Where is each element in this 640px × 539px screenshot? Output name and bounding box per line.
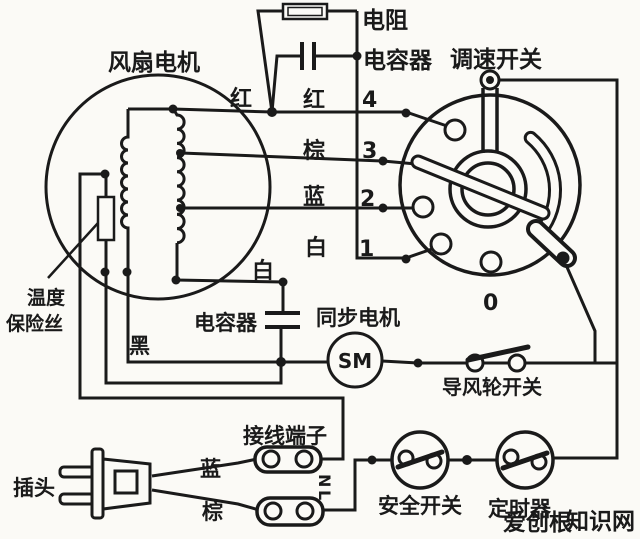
louver-switch-symbol (465, 344, 531, 373)
plug-body-hole (113, 469, 139, 495)
timer-symbol (495, 430, 555, 490)
dial-hub-outer (448, 149, 528, 229)
contact-4 (443, 118, 467, 142)
fan-motor-symbol (44, 73, 272, 301)
wire-fuse-bottom (104, 240, 283, 385)
label-plug-brown: 棕 (202, 500, 223, 524)
label-tap-0: 0 (483, 291, 498, 316)
wire-white-row1 (355, 11, 433, 260)
watermark: 爱创根 知识网 (503, 508, 635, 536)
label-plug: 插头 (13, 476, 55, 500)
label-thermal-fuse-1: 温度 (27, 286, 66, 309)
wire-plug-brown (151, 488, 260, 512)
speed-switch-stem (479, 69, 501, 153)
capacitor-top-leads (270, 54, 357, 113)
dial-hub-inner (460, 161, 516, 217)
watermark-brand: 爱创根 (503, 510, 572, 536)
label-tap-4: 4 (362, 88, 377, 113)
plug-prong-top (58, 465, 96, 479)
wire-plug-blue (151, 457, 258, 478)
contact-2 (411, 195, 435, 219)
label-sm: SM (338, 349, 372, 373)
capacitor-bottom-symbol (265, 311, 300, 329)
wire-black (126, 228, 328, 364)
speed-switch-lever (410, 154, 551, 221)
label-timer: 定时器 (488, 497, 552, 521)
speed-winding-coil (172, 109, 186, 245)
label-louver-switch: 导风轮开关 (442, 375, 542, 399)
plug-prong-bottom (58, 492, 96, 506)
label-wire-brown: 棕 (303, 138, 325, 164)
label-live: L (315, 490, 334, 500)
contact-0 (479, 250, 503, 274)
label-speed-switch: 调速开关 (450, 46, 542, 73)
plug-body (101, 457, 152, 511)
wire-lever-drop (561, 257, 597, 363)
plug-symbol (58, 447, 152, 520)
label-neutral: N (315, 474, 334, 487)
safety-switch-symbol (390, 430, 450, 490)
label-tap-3: 3 (362, 139, 377, 164)
label-wire-red-left: 红 (230, 86, 252, 112)
contact-1 (429, 232, 453, 256)
label-wire-red-right: 红 (303, 87, 325, 113)
label-plug-blue: 蓝 (200, 457, 221, 481)
handle-terminal-dot (556, 251, 570, 265)
wire-live-loop (499, 78, 619, 460)
sync-motor-circle (326, 331, 384, 389)
speed-switch-symbol (398, 69, 582, 277)
dial-arc-slot (523, 130, 563, 239)
resistor-symbol (281, 2, 329, 21)
junction-dots (100, 51, 472, 465)
watermark-suffix: 知识网 (566, 508, 635, 535)
diagram-labels: 风扇电机 电阻 电容器 调速开关 红 红 4 棕 3 蓝 2 白 1 白 0 温… (5, 8, 552, 524)
label-terminal-block: 接线端子 (243, 424, 327, 448)
label-capacitor-bottom: 电容器 (194, 311, 258, 335)
label-capacitor-top: 电容器 (363, 47, 433, 74)
capacitor-top-symbol (300, 42, 316, 70)
resistor-leads (256, 9, 357, 113)
label-wire-white-motor: 白 (252, 258, 274, 284)
label-tap-1: 1 (359, 237, 374, 262)
label-tap-2: 2 (360, 187, 375, 212)
label-wire-white-row: 白 (305, 235, 327, 261)
terminal-block-symbol (253, 445, 325, 527)
thermal-fuse-symbol (96, 195, 116, 242)
label-sync-motor: 同步电机 (316, 306, 400, 330)
fan-motor-circle (44, 73, 272, 301)
label-wire-black: 黑 (129, 334, 150, 358)
main-winding-coil (120, 109, 130, 240)
plug-faceplate (90, 447, 105, 520)
speed-switch-dial (398, 93, 582, 277)
label-resistor: 电阻 (362, 8, 408, 34)
label-wire-blue: 蓝 (303, 185, 325, 210)
label-safety-switch: 安全开关 (378, 494, 462, 518)
label-thermal-fuse-2: 保险丝 (5, 312, 63, 335)
label-fan-motor: 风扇电机 (108, 49, 200, 76)
